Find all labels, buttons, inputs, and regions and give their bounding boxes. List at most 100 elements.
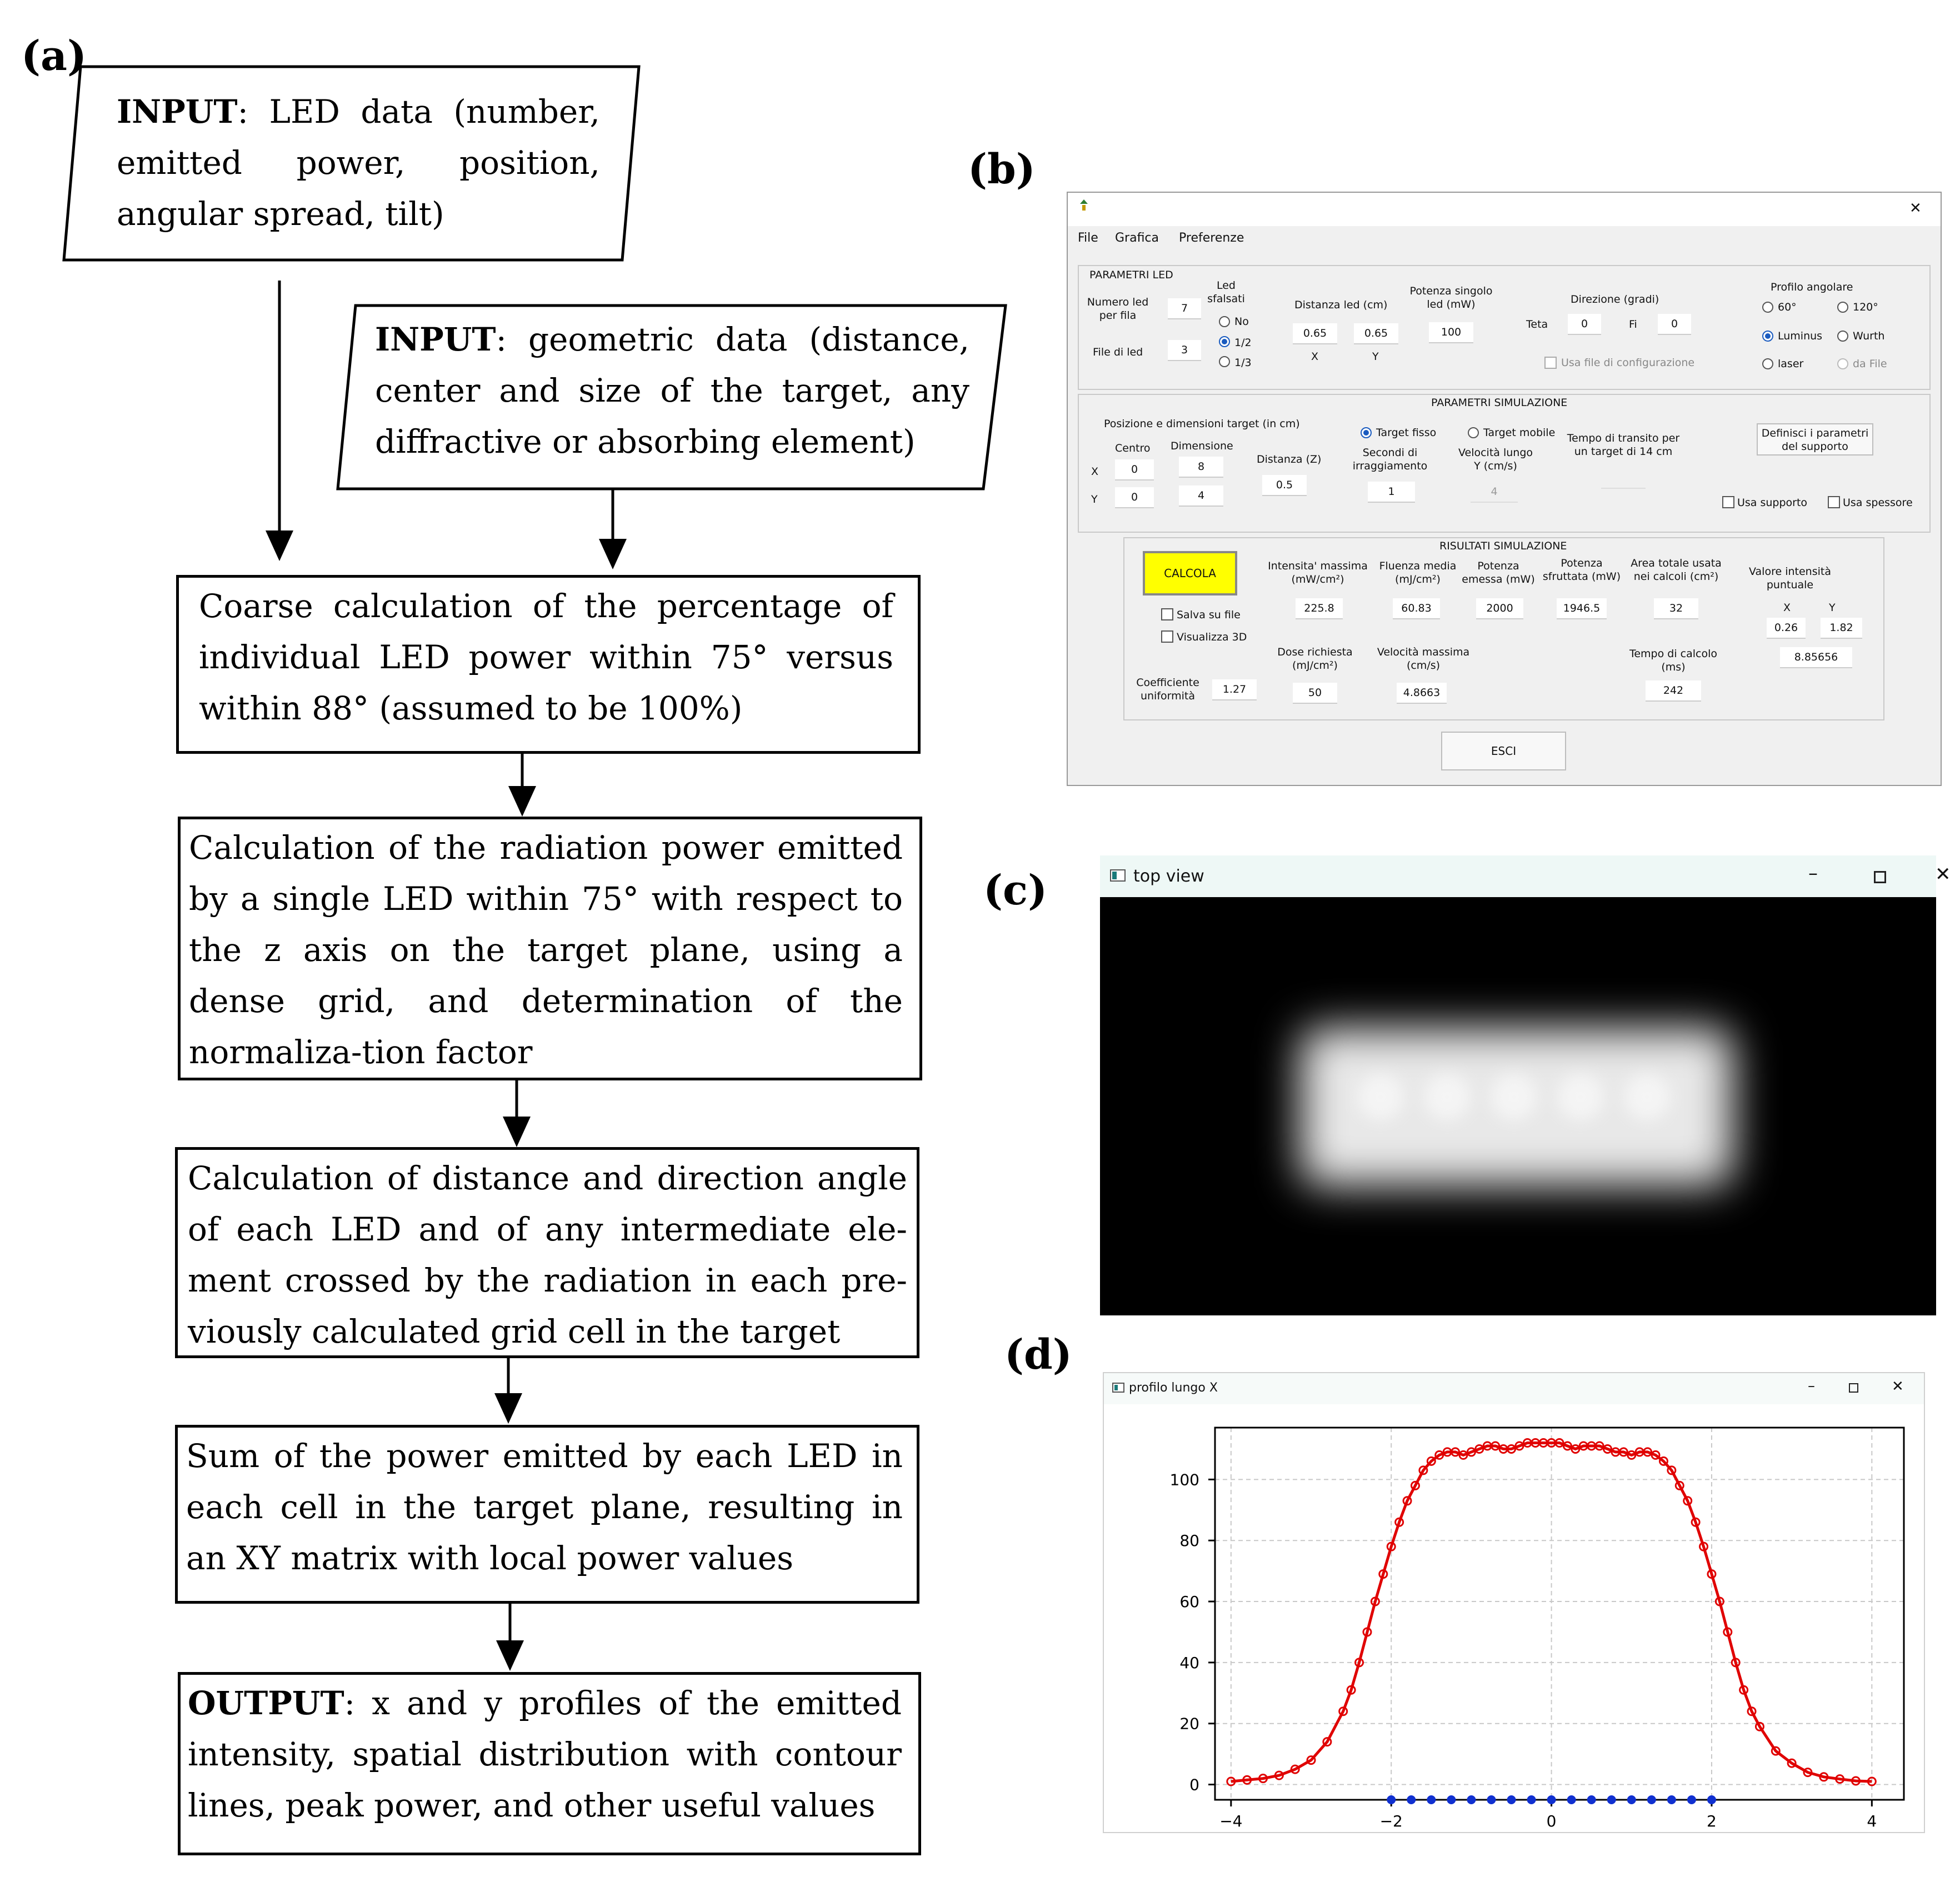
velocita-y-input[interactable]: 4 <box>1471 482 1518 503</box>
y-tick-label: 0 <box>1189 1776 1199 1794</box>
group-parametri-led <box>1078 265 1931 390</box>
numero-led-input[interactable]: 7 <box>1168 298 1201 319</box>
potenza-sfruttata-value: 1946.5 <box>1557 598 1607 619</box>
profile-point <box>1658 1456 1668 1466</box>
dose-richiesta-label: Dose richiesta (mJ/cm²) <box>1277 646 1353 672</box>
group-title-risultati: RISULTATI SIMULAZIONE <box>1437 539 1569 553</box>
profilo-wurth-radio[interactable] <box>1837 331 1848 342</box>
target-x-label: X <box>1091 466 1099 478</box>
profilo-dafile-radio[interactable] <box>1837 358 1848 369</box>
centro-x-input[interactable]: 0 <box>1115 459 1154 480</box>
x-tick-label: 4 <box>1867 1812 1877 1830</box>
potenza-emessa-value: 2000 <box>1476 598 1523 619</box>
maximize-button[interactable] <box>1849 1383 1858 1393</box>
profile-point <box>1346 1685 1356 1695</box>
profile-point <box>1491 1441 1501 1451</box>
profile-point <box>1402 1496 1412 1506</box>
velocita-massima-value: 4.8663 <box>1397 683 1447 704</box>
fluenza-media-label: Fluenza media (mJ/cm²) <box>1379 560 1457 585</box>
window-app-icon <box>1112 1383 1124 1393</box>
dimensione-x-input[interactable]: 8 <box>1179 457 1223 478</box>
step-single-led-power-text: Calculation of the radiation power emitt… <box>189 829 903 1071</box>
fi-label: Fi <box>1629 318 1637 331</box>
valore-x-input[interactable]: 0.26 <box>1767 618 1806 639</box>
profilo-laser-radio[interactable] <box>1762 358 1773 369</box>
potenza-sfruttata-label: Potenza sfruttata (mW) <box>1542 557 1621 583</box>
profile-point <box>1474 1444 1484 1454</box>
dist-x-label: X <box>1311 351 1319 363</box>
x-tick-label: −4 <box>1219 1812 1242 1830</box>
profile-point <box>1787 1758 1797 1768</box>
valore-y-input[interactable]: 1.82 <box>1821 618 1862 639</box>
sfalsati-third-radio[interactable] <box>1219 356 1230 367</box>
profile-point <box>1506 1444 1516 1454</box>
profilo-wurth-label: Wurth <box>1853 330 1885 342</box>
sfalsati-half-radio[interactable] <box>1219 336 1230 347</box>
output-text: OUTPUT: x and y profiles of the emitted … <box>188 1678 902 1831</box>
profile-point <box>1771 1746 1781 1756</box>
window-close-button[interactable]: ✕ <box>1909 200 1922 217</box>
sfalsati-no-radio[interactable] <box>1219 316 1230 327</box>
profilo-luminus-radio[interactable] <box>1762 331 1773 342</box>
esci-button[interactable]: ESCI <box>1441 732 1566 770</box>
profilo-60-radio[interactable] <box>1762 302 1773 313</box>
profile-point <box>1258 1774 1268 1784</box>
dist-x-input[interactable]: 0.65 <box>1293 323 1337 344</box>
tempo-transito-input[interactable] <box>1601 468 1646 489</box>
step-coarse-calculation <box>176 575 921 754</box>
profile-point <box>1458 1450 1468 1460</box>
definisci-supporto-button[interactable]: Definisci i parametri del supporto <box>1757 423 1873 456</box>
target-mobile-radio[interactable] <box>1468 427 1479 438</box>
calcola-button[interactable]: CALCOLA <box>1143 551 1237 595</box>
profile-point <box>1514 1441 1524 1451</box>
area-totale-label: Area totale usata nei calcoli (cm²) <box>1631 557 1722 583</box>
led-position-point <box>1667 1795 1676 1804</box>
panel-label-a: (a) <box>21 32 87 80</box>
y-tick-label: 40 <box>1179 1654 1199 1672</box>
input-geometry-text: : geometric data (distance, center and s… <box>375 321 969 461</box>
window-app-icon <box>1110 869 1126 882</box>
dimensione-y-input[interactable]: 4 <box>1179 485 1223 507</box>
direzione-label: Direzione (gradi) <box>1571 293 1659 306</box>
minimize-button[interactable]: – <box>1808 862 1818 884</box>
teta-input[interactable]: 0 <box>1568 314 1601 335</box>
fi-input[interactable]: 0 <box>1658 314 1691 335</box>
salva-su-file-checkbox[interactable] <box>1161 608 1173 620</box>
usa-supporto-checkbox[interactable] <box>1722 496 1734 508</box>
close-button[interactable]: ✕ <box>1892 1378 1904 1395</box>
profilo-laser-label: laser <box>1778 358 1804 370</box>
dist-y-input[interactable]: 0.65 <box>1354 323 1398 344</box>
menu-preferenze[interactable]: Preferenze <box>1179 231 1244 245</box>
profile-point <box>1643 1447 1653 1457</box>
top-view-title: top view <box>1133 867 1204 886</box>
distanza-z-input[interactable]: 0.5 <box>1262 475 1307 496</box>
input-led-shape <box>62 65 641 262</box>
panel-label-d: (d) <box>1004 1331 1072 1379</box>
minimize-button[interactable]: – <box>1808 1378 1815 1394</box>
profile-titlebar: profilo lungo X – ✕ <box>1104 1373 1924 1404</box>
usa-file-config-checkbox[interactable] <box>1544 357 1557 369</box>
dose-richiesta-input[interactable]: 50 <box>1293 683 1337 704</box>
profilo-60-label: 60° <box>1778 301 1797 313</box>
maximize-button[interactable] <box>1874 871 1886 883</box>
app-icon <box>1079 198 1089 212</box>
visualizza-3d-checkbox[interactable] <box>1161 630 1173 643</box>
profile-point <box>1691 1517 1701 1527</box>
x-tick-label: 0 <box>1547 1812 1557 1830</box>
menu-grafica[interactable]: Grafica <box>1115 231 1159 245</box>
secondi-input[interactable]: 1 <box>1368 482 1415 503</box>
usa-spessore-checkbox[interactable] <box>1828 496 1840 508</box>
led-position-point <box>1447 1795 1456 1804</box>
led-position-point <box>1427 1795 1436 1804</box>
secondi-label: Secondi di irraggiamento <box>1352 447 1428 472</box>
profilo-120-radio[interactable] <box>1837 302 1848 313</box>
profile-point <box>1290 1764 1300 1774</box>
valore-intensita-value: 8.85656 <box>1780 647 1852 668</box>
close-button[interactable]: ✕ <box>1935 863 1951 885</box>
menu-file[interactable]: File <box>1078 231 1098 245</box>
target-fisso-radio[interactable] <box>1361 427 1372 438</box>
file-led-input[interactable]: 3 <box>1168 340 1201 361</box>
centro-y-input[interactable]: 0 <box>1115 487 1154 508</box>
potenza-singolo-input[interactable]: 100 <box>1429 322 1473 343</box>
input-geometry-shape <box>336 304 1007 490</box>
